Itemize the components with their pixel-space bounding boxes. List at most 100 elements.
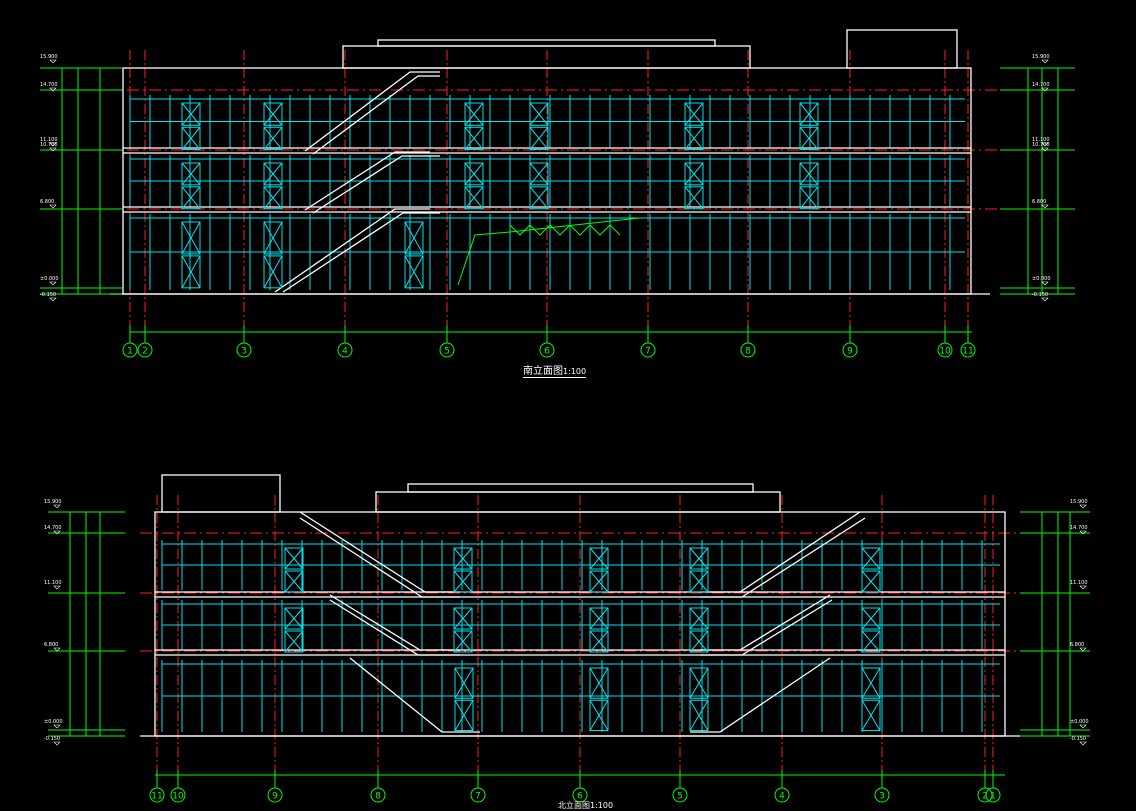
axis-bubble	[740, 342, 756, 358]
bot-window-cross	[861, 570, 881, 593]
axis-label: 5	[444, 347, 450, 357]
top-window	[799, 102, 819, 126]
left-dimension-chain	[48, 511, 125, 737]
bot-window	[589, 699, 609, 731]
top-window	[181, 126, 201, 151]
axis-bubble	[370, 787, 386, 803]
top-window-cross	[181, 255, 201, 289]
left-dimension-chain	[40, 67, 122, 295]
bot-window	[284, 607, 304, 630]
level-label: -0.150	[40, 292, 56, 298]
top-window	[684, 186, 704, 210]
bot-window-cross	[689, 699, 709, 731]
bot-window	[453, 630, 473, 653]
axis-label: 6	[544, 347, 550, 357]
top-window-cross	[529, 126, 549, 150]
level-label: 14.700	[1032, 82, 1050, 88]
top-window-cross	[529, 102, 549, 126]
level-marker	[53, 585, 61, 590]
bot-window-cross	[453, 630, 473, 653]
bottom-building-outline	[140, 474, 1020, 737]
level-label: 15.900	[44, 499, 62, 505]
top-window-cross	[684, 186, 704, 209]
top-window-cross	[464, 162, 484, 186]
bot-window	[453, 607, 473, 630]
axis-bubble	[470, 787, 486, 803]
bot-window-cross	[689, 607, 709, 630]
level-marker	[53, 504, 61, 509]
top-elevation-title-text: 南立面图	[523, 366, 563, 377]
top-window	[404, 221, 424, 255]
top-window-cross	[799, 102, 819, 126]
axis-bubble	[267, 787, 283, 803]
level-marker	[49, 147, 57, 152]
top-window	[181, 102, 201, 126]
bot-window	[861, 667, 881, 699]
axis-label: 6	[577, 792, 583, 802]
axis-bubble	[337, 342, 353, 358]
bot-window-cross	[284, 570, 304, 593]
top-window	[529, 126, 549, 151]
bot-window	[689, 547, 709, 570]
axis-bubble	[137, 342, 153, 358]
bot-window-cross	[861, 607, 881, 630]
bot-window-cross	[589, 667, 609, 699]
level-marker	[1041, 87, 1049, 92]
axis-label: 9	[847, 347, 853, 357]
axis-label: 1	[127, 347, 133, 357]
bot-window	[453, 547, 473, 570]
axis-label: 1	[990, 792, 996, 802]
bot-window-cross	[454, 667, 474, 699]
top-window	[263, 186, 283, 210]
top-window-cross	[684, 162, 704, 186]
top-window	[263, 102, 283, 126]
top-window-cross	[684, 126, 704, 150]
top-window	[529, 162, 549, 186]
axis-bubble	[122, 342, 138, 358]
bot-window	[861, 630, 881, 653]
bot-window	[689, 570, 709, 593]
axis-label: 11	[962, 347, 973, 357]
bot-window	[589, 607, 609, 630]
level-label: -0.150	[1032, 292, 1048, 298]
axis-label: 4	[342, 347, 348, 357]
top-window	[464, 162, 484, 186]
bot-window-cross	[689, 570, 709, 593]
bot-window	[689, 667, 709, 699]
top-window	[464, 126, 484, 151]
axis-label: 8	[745, 347, 751, 357]
axis-label: 11	[151, 792, 162, 802]
top-window	[529, 102, 549, 126]
top-window-cross	[181, 102, 201, 126]
top-window-cross	[263, 255, 283, 289]
bot-window-cross	[589, 607, 609, 630]
top-window-cross	[181, 221, 201, 255]
level-marker	[49, 142, 57, 147]
level-marker	[1041, 281, 1049, 286]
axis-label: 10	[939, 347, 951, 357]
axis-label: 7	[475, 792, 481, 802]
level-label: ±0.000	[40, 276, 59, 282]
bot-window	[589, 667, 609, 699]
level-label: 6.800	[40, 199, 54, 205]
bottom-scale: 1:100	[590, 801, 614, 810]
level-label: 11.100	[40, 137, 58, 143]
bot-window-cross	[453, 607, 473, 630]
bot-window-cross	[689, 547, 709, 570]
level-label: 11.100	[1032, 137, 1050, 143]
level-marker	[1079, 585, 1087, 590]
bot-window	[453, 570, 473, 593]
top-window-cross	[181, 126, 201, 150]
axis-label: 10	[172, 792, 184, 802]
level-label: ±0.000	[1032, 276, 1051, 282]
axis-label: 9	[272, 792, 278, 802]
axis-bubble	[640, 342, 656, 358]
axis-label: 8	[375, 792, 381, 802]
axis-bubble	[977, 787, 993, 803]
top-window	[181, 162, 201, 186]
top-window-cross	[404, 221, 424, 255]
bot-window-cross	[861, 667, 881, 699]
axis-bubble	[439, 342, 455, 358]
bot-window	[689, 607, 709, 630]
bottom-elevation-title-text: 北立面图	[558, 801, 590, 810]
